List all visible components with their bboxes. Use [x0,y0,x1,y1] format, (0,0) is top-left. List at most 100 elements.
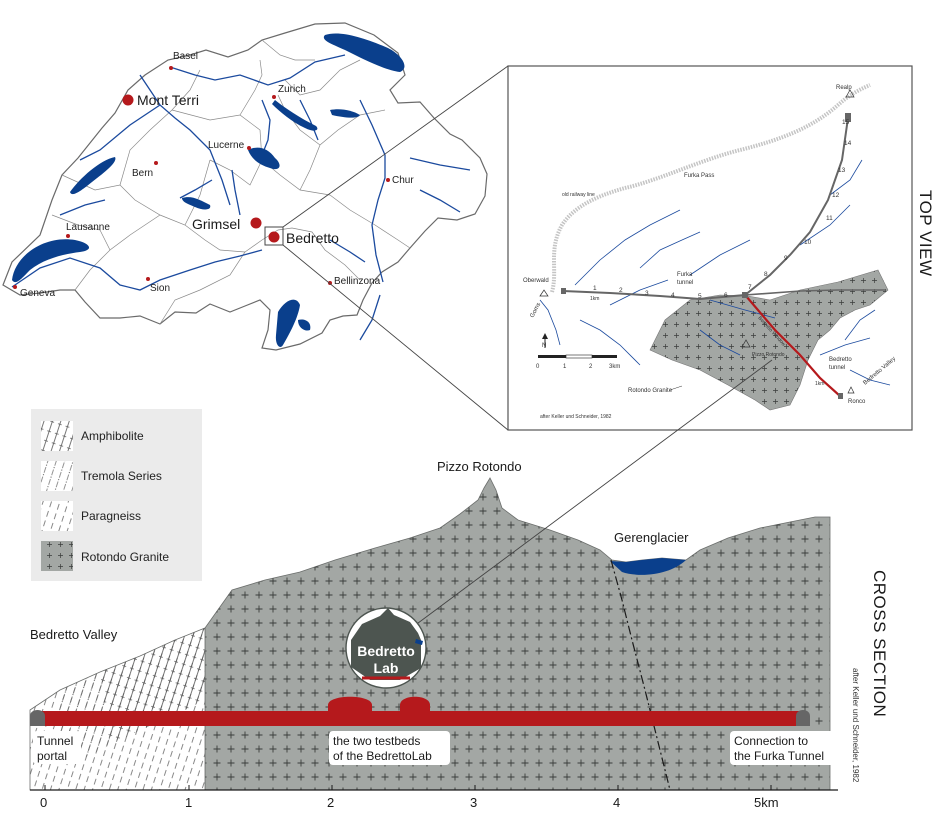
lake-maggiore [275,299,300,347]
lake-geneva [12,239,90,283]
lake-lucerne [248,147,280,170]
xs-credit: after Keller und Schneider, 1982 [851,668,860,783]
svg-text:9: 9 [784,255,788,262]
city-label-bellinzona: Bellinzona [334,276,381,287]
legend-item-rotondo-granite: Rotondo Granite [41,541,169,571]
callout-connection-furka: Connection to the Furka Tunnel [730,731,838,765]
portal-marker-oberwald [561,288,566,294]
tv-label-rotondo-granite: Rotondo Granite [628,388,673,394]
top-view-title: TOP VIEW [916,190,935,277]
axis-tick-3: 3 [470,795,477,810]
svg-text:0: 0 [536,364,540,370]
testbed-1 [328,696,372,712]
tv-label-furka-tunnel-2: tunnel [677,280,693,286]
city-label-sion: Sion [150,283,170,294]
city-label-chur: Chur [392,175,414,186]
tv-label-km: 1km [590,296,599,302]
lake-constance [323,33,405,72]
tv-label-km-lower: 1km [815,381,824,387]
svg-text:Paragneiss: Paragneiss [81,509,141,523]
axis-tick-4: 4 [613,795,620,810]
legend-item-tremola-series: Tremola Series [41,461,162,491]
ronco-symbol [847,386,855,394]
lakes [12,33,405,347]
axis-tick-0: 0 [40,795,47,810]
realp-symbol [845,89,855,98]
gerenglacier-ice [610,558,686,575]
xs-label-pizzo-rotondo: Pizzo Rotondo [437,459,522,474]
north-arrow: N [542,333,548,349]
tunnel-east-extension [744,289,885,296]
site-dot-grimsel [250,217,262,229]
city-label-geneva: Geneva [20,288,55,299]
tv-label-furka-pass: Furka Pass [684,173,714,179]
cross-section: Bedretto Lab Bedretto Valley Pizzo Roton… [29,359,889,810]
old-railway-line [550,83,871,293]
svg-text:15: 15 [842,119,850,126]
pizzo-rotondo-symbol [741,339,751,348]
bedretto-window-line [745,295,841,397]
svg-text:8: 8 [764,271,768,278]
axis-tick-1: 1 [185,795,192,810]
lab-badge-line1: Bedretto [357,643,415,659]
svg-text:Amphibolite: Amphibolite [81,429,144,443]
legend: Amphibolite Tremola Series Paragneiss Ro… [31,409,202,581]
tunnel-portal-cap-west [30,710,45,726]
svg-text:10: 10 [804,239,812,246]
north-letter: N [542,343,546,349]
svg-text:the two testbeds: the two testbeds [333,734,420,748]
svg-text:the Furka Tunnel: the Furka Tunnel [734,749,824,763]
callout-testbeds: the two testbeds of the BedrettoLab [329,731,450,765]
portal-marker-junction [742,292,748,298]
tv-credit: after Keller und Schneider, 1982 [540,414,612,420]
tv-label-pizzo-rotondo: Pizzo Rotondo [752,352,785,358]
site-dot-mont-terri [122,94,134,106]
city-label-bern: Bern [132,168,153,179]
testbed-2 [400,696,430,712]
portal-marker-ronco [838,393,843,399]
furka-tunnel-line [562,117,849,301]
site-label-mont-terri: Mont Terri [137,92,199,108]
svg-text:Connection to: Connection to [734,734,808,748]
svg-text:2: 2 [589,364,593,370]
city-label-lausanne: Lausanne [66,222,110,233]
xs-fault-line [610,559,671,791]
tv-label-realp: Realp [836,85,852,91]
axis-tick-2: 2 [327,795,334,810]
svg-text:4: 4 [671,292,675,299]
svg-text:3km: 3km [609,364,620,370]
tv-label-ronco: Ronco [848,399,866,405]
site-label-grimsel: Grimsel [192,216,240,232]
svg-text:of the BedrettoLab: of the BedrettoLab [333,749,432,763]
svg-text:7: 7 [748,284,752,291]
tv-label-oberwald: Oberwald [523,278,549,284]
svg-text:14: 14 [844,140,852,147]
xs-label-bedretto-valley: Bedretto Valley [30,627,118,642]
tv-label-old-railway: old railway line [562,192,595,198]
svg-text:5: 5 [698,293,702,300]
svg-text:Tunnel: Tunnel [37,734,73,748]
callout-tunnel-portal: Tunnel portal [33,731,81,764]
svg-text:1: 1 [563,364,567,370]
xs-label-gerenglacier: Gerenglacier [614,530,689,545]
zoom-line-lower [282,244,509,431]
top-view-inset: 1 2 3 4 5 6 7 8 9 10 11 12 13 14 15 Real… [507,65,935,431]
oberwald-symbol [539,289,549,297]
city-label-zurich: Zurich [278,84,306,95]
svg-text:portal: portal [37,749,67,763]
lake-zurich [272,100,318,131]
city-label-basel: Basel [173,51,198,62]
top-view-scale-bar: 0 1 2 3km [536,354,620,370]
tv-label-furka-tunnel-1: Furka [677,272,693,278]
xs-distance-axis: 0 1 2 3 4 5km [30,785,838,810]
bedretto-lab-badge: Bedretto Lab [345,607,427,689]
svg-text:12: 12 [832,192,840,199]
lake-lugano [298,319,311,331]
rivers [11,54,471,341]
km-markers: 1 2 3 4 5 6 7 8 9 10 11 12 13 14 15 [593,119,852,300]
switzerland-map: Basel Zurich Lucerne Bern Chur Lausanne … [2,22,509,431]
svg-text:Rotondo Granite: Rotondo Granite [81,550,169,564]
tv-label-bedretto-tunnel-1: Bedretto [829,357,852,363]
svg-text:2: 2 [619,287,623,294]
